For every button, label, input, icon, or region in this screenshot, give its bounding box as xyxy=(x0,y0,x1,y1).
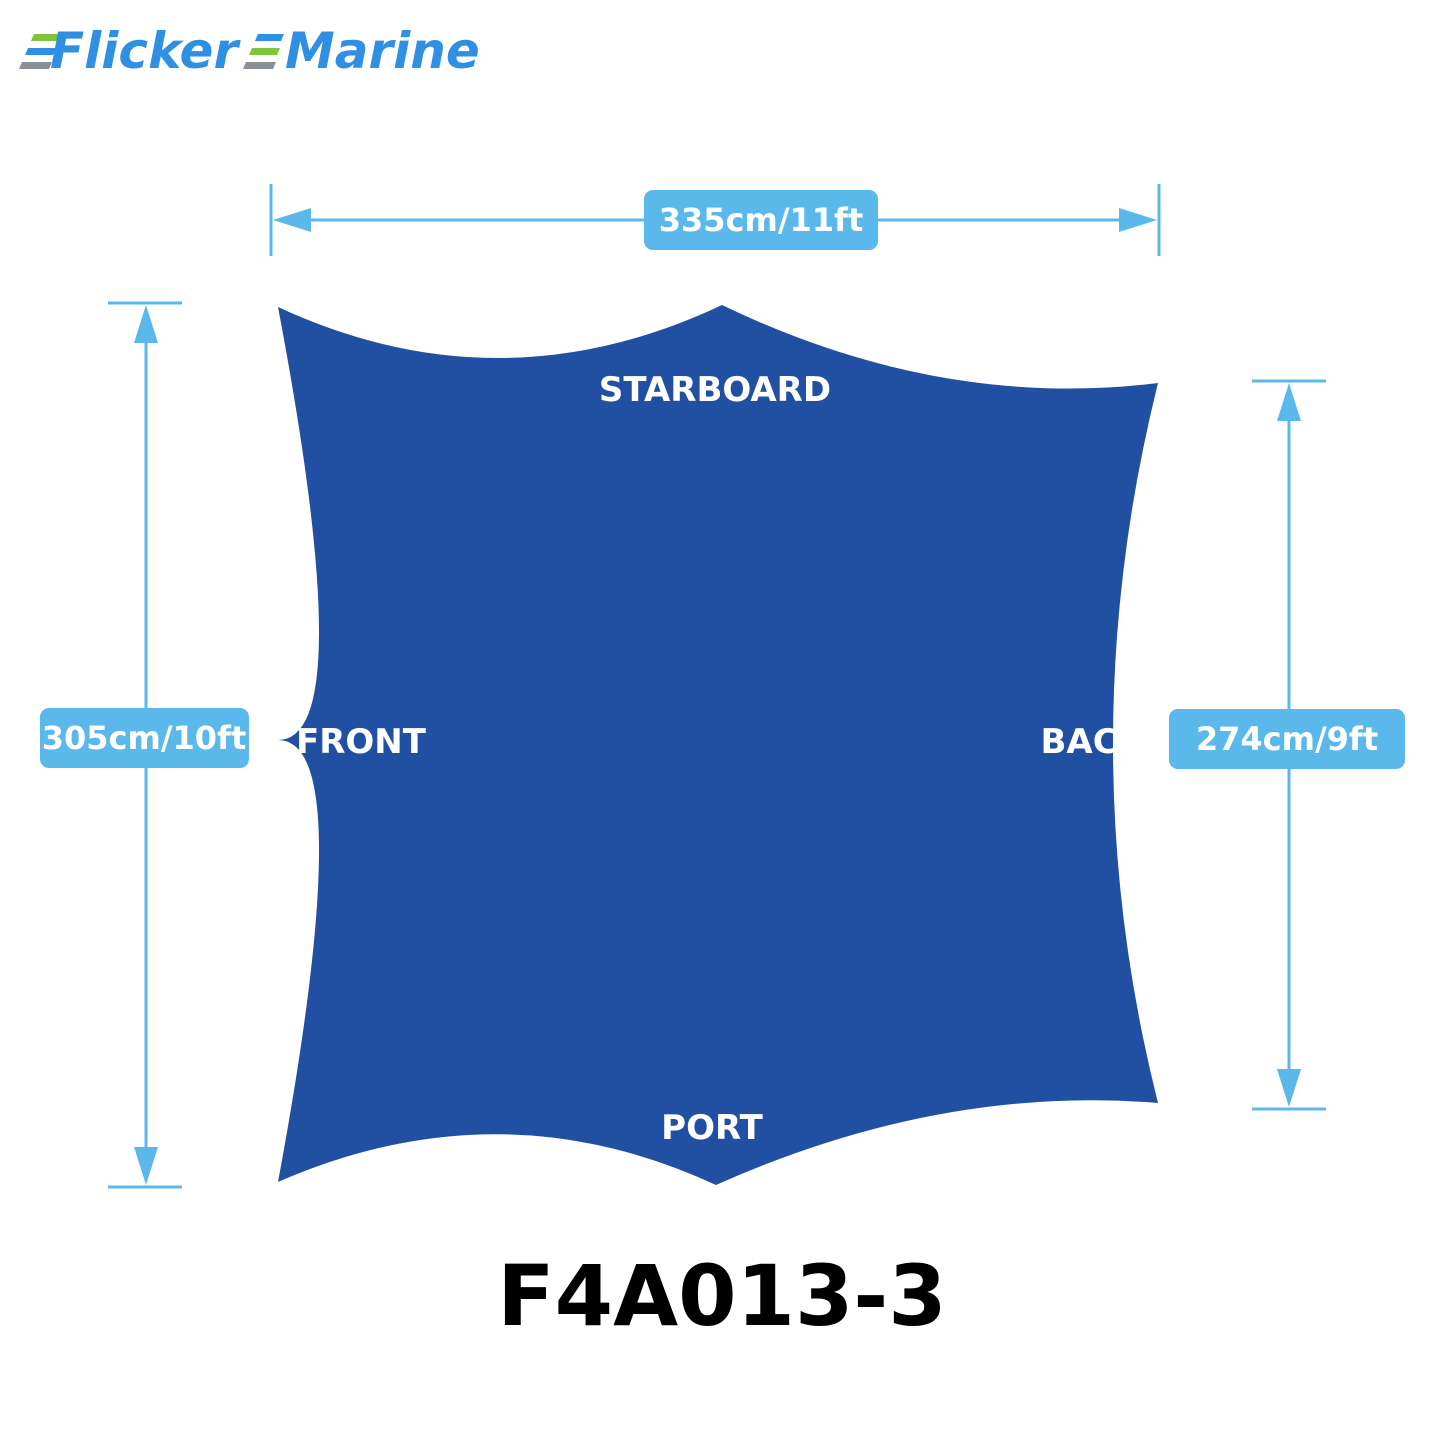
arrow-down-icon xyxy=(134,1147,158,1185)
left-height-label: 305cm/10ft xyxy=(42,719,247,757)
arrow-up-icon xyxy=(134,305,158,343)
arrow-up-icon xyxy=(1277,383,1301,421)
speed-lines-middle-icon xyxy=(243,34,284,69)
model-number: F4A013-3 xyxy=(497,1247,947,1345)
right-height-dimension: 274cm/9ft xyxy=(1169,379,1405,1111)
left-height-dimension: 305cm/10ft xyxy=(40,301,249,1189)
boat-cover-shape xyxy=(278,305,1158,1185)
port-label: PORT xyxy=(661,1108,763,1148)
right-height-label-badge xyxy=(1169,709,1405,769)
left-height-label-badge xyxy=(40,708,249,768)
front-label: FRONT xyxy=(296,722,427,762)
back-label: BACK xyxy=(1040,722,1145,762)
arrow-down-icon xyxy=(1277,1069,1301,1107)
width-dimension: 335cm/11ft xyxy=(269,184,1161,256)
right-height-label: 274cm/9ft xyxy=(1196,720,1378,758)
brand-logo: Flicker Marine xyxy=(19,22,480,80)
brand-name-part1: Flicker xyxy=(50,22,241,80)
speed-lines-left-icon xyxy=(19,34,60,69)
arrow-right-icon xyxy=(1119,208,1157,232)
starboard-label: STARBOARD xyxy=(599,370,831,410)
arrow-left-icon xyxy=(273,208,311,232)
width-label: 335cm/11ft xyxy=(659,201,864,239)
width-label-badge xyxy=(644,190,878,250)
brand-name-part2: Marine xyxy=(285,22,480,80)
